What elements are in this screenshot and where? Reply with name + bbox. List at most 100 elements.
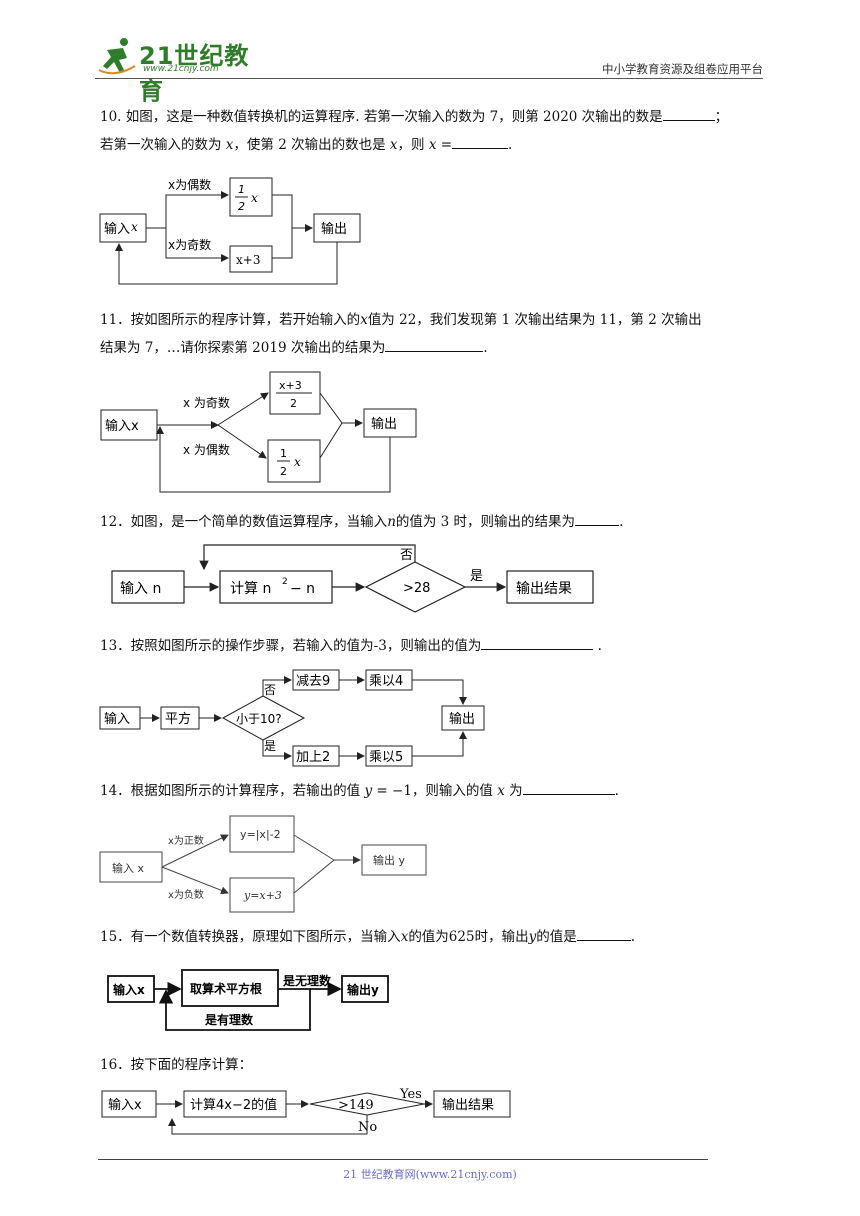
question-15: 15．有一个数值转换器，原理如下图所示，当输入x的值为625时，输出y的值是. (100, 923, 760, 951)
svg-text:输出: 输出 (371, 416, 397, 432)
flowchart-14 (99, 815, 427, 913)
answer-blank (452, 133, 509, 149)
svg-text:是: 是 (264, 739, 276, 753)
svg-text:平方: 平方 (165, 711, 191, 727)
question-14: 14．根据如图所示的计算程序，若输出的值 y = −1，则输入的值 x 为. (100, 777, 760, 805)
svg-text:输出结果: 输出结果 (516, 581, 572, 597)
svg-text:是: 是 (470, 569, 483, 584)
negative-op-box (229, 877, 295, 913)
svg-text:是无理数: 是无理数 (282, 973, 332, 988)
svg-text:输出 y: 输出 y (373, 853, 405, 867)
svg-text:1: 1 (238, 183, 245, 196)
footer-text: 21 世纪教育网(www.21cnjy.com) (343, 1168, 517, 1181)
svg-text:x: x (251, 191, 258, 205)
svg-text:No: No (358, 1120, 377, 1135)
svg-text:输入 n: 输入 n (120, 581, 161, 597)
logo: 21世纪教育 www.21cnjy.com (95, 34, 265, 105)
answer-blank (481, 634, 594, 650)
positive-op-box (229, 815, 295, 853)
svg-text:输出结果: 输出结果 (442, 1097, 494, 1113)
even-op-box (267, 439, 321, 483)
flowchart-10 (99, 177, 361, 285)
svg-text:x+3: x+3 (279, 379, 302, 392)
output-box (506, 570, 594, 604)
svg-text:x+3: x+3 (236, 253, 260, 267)
svg-text:2: 2 (280, 465, 287, 478)
svg-text:2: 2 (238, 200, 245, 213)
svg-text:输入x: 输入x (105, 418, 139, 434)
svg-text:输入: 输入 (104, 221, 130, 237)
svg-text:减去9: 减去9 (296, 674, 330, 689)
svg-text:加上2: 加上2 (296, 750, 330, 765)
runner-logo-icon (98, 38, 136, 75)
svg-text:x: x (294, 455, 301, 469)
question-12: 12．如图，是一个简单的数值运算程序，当输入n的值为 3 时，则输出的结果为. (100, 508, 760, 536)
odd-op-box (229, 245, 273, 273)
flowchart-12 (111, 544, 594, 613)
svg-text:否: 否 (400, 548, 413, 563)
svg-text:取算术平方根: 取算术平方根 (190, 981, 262, 996)
answer-blank (575, 510, 620, 526)
svg-text:y=x+3: y=x+3 (243, 889, 282, 902)
svg-text:2: 2 (282, 577, 288, 587)
svg-text:x为正数: x为正数 (168, 834, 204, 847)
svg-text:乘以5: 乘以5 (369, 750, 403, 765)
svg-text:2: 2 (290, 397, 297, 410)
condition-diamond (221, 695, 306, 741)
svg-text:输入x: 输入x (108, 1097, 142, 1113)
svg-text:小于10?: 小于10? (236, 712, 282, 726)
output-box (441, 705, 485, 731)
footer-divider (98, 1159, 708, 1160)
svg-text:是有理数: 是有理数 (204, 1012, 254, 1027)
output-box (433, 1090, 511, 1118)
svg-text:x为负数: x为负数 (168, 888, 204, 901)
svg-text:x 为偶数: x 为偶数 (183, 442, 230, 457)
flowchart-16 (101, 1090, 511, 1135)
svg-text:否: 否 (264, 683, 276, 697)
svg-text:x 为奇数: x 为奇数 (183, 395, 230, 410)
logo-text: 21世纪教育 (139, 42, 250, 105)
question-10: 10. 如图，这是一种数值转换机的运算程序. 若第一次输入的数为 7，则第 20… (100, 103, 760, 159)
flowchart-13 (99, 669, 485, 767)
answer-blank (576, 925, 631, 941)
svg-text:− n: − n (290, 581, 315, 597)
svg-text:计算4x−2的值: 计算4x−2的值 (190, 1097, 277, 1113)
svg-text:输入: 输入 (104, 711, 130, 727)
svg-text:乘以4: 乘以4 (369, 674, 403, 689)
svg-text:x为奇数: x为奇数 (168, 237, 211, 252)
flowchart-15 (107, 969, 389, 1031)
svg-text:Yes: Yes (399, 1087, 422, 1102)
logo-url: www.21cnjy.com (143, 64, 219, 74)
svg-text:输出: 输出 (321, 221, 347, 237)
svg-text:x为偶数: x为偶数 (168, 177, 211, 192)
output-box (361, 844, 427, 876)
output-box (341, 975, 389, 1003)
svg-text:y=|x|-2: y=|x|-2 (240, 828, 281, 841)
answer-blank (522, 779, 615, 795)
sqrt-box (181, 969, 279, 1007)
svg-text:1: 1 (280, 447, 287, 460)
question-13: 13．按照如图所示的操作步骤，若输入的值为-3，则输出的值为 . (100, 632, 760, 660)
question-11: 11．按如图所示的程序计算，若开始输入的x值为 22，我们发现第 1 次输出结果… (100, 312, 702, 356)
question-16: 16．按下面的程序计算： (100, 1057, 253, 1073)
svg-text:>149: >149 (338, 1098, 374, 1113)
even-op-box (229, 177, 273, 217)
svg-text:输入 x: 输入 x (112, 861, 144, 875)
header-divider (95, 78, 763, 79)
svg-text:x: x (131, 220, 138, 234)
svg-text:输出y: 输出y (347, 982, 379, 997)
platform-name: 中小学教育资源及组卷应用平台 (602, 62, 763, 76)
svg-text:计算 n: 计算 n (230, 581, 271, 597)
svg-text:>28: >28 (403, 581, 430, 596)
answer-blank (662, 105, 715, 121)
page-header: 21世纪教育 www.21cnjy.com 中小学教育资源及组卷应用平台 (95, 34, 763, 105)
flowchart-11 (100, 371, 417, 493)
svg-text:输入x: 输入x (113, 982, 145, 997)
